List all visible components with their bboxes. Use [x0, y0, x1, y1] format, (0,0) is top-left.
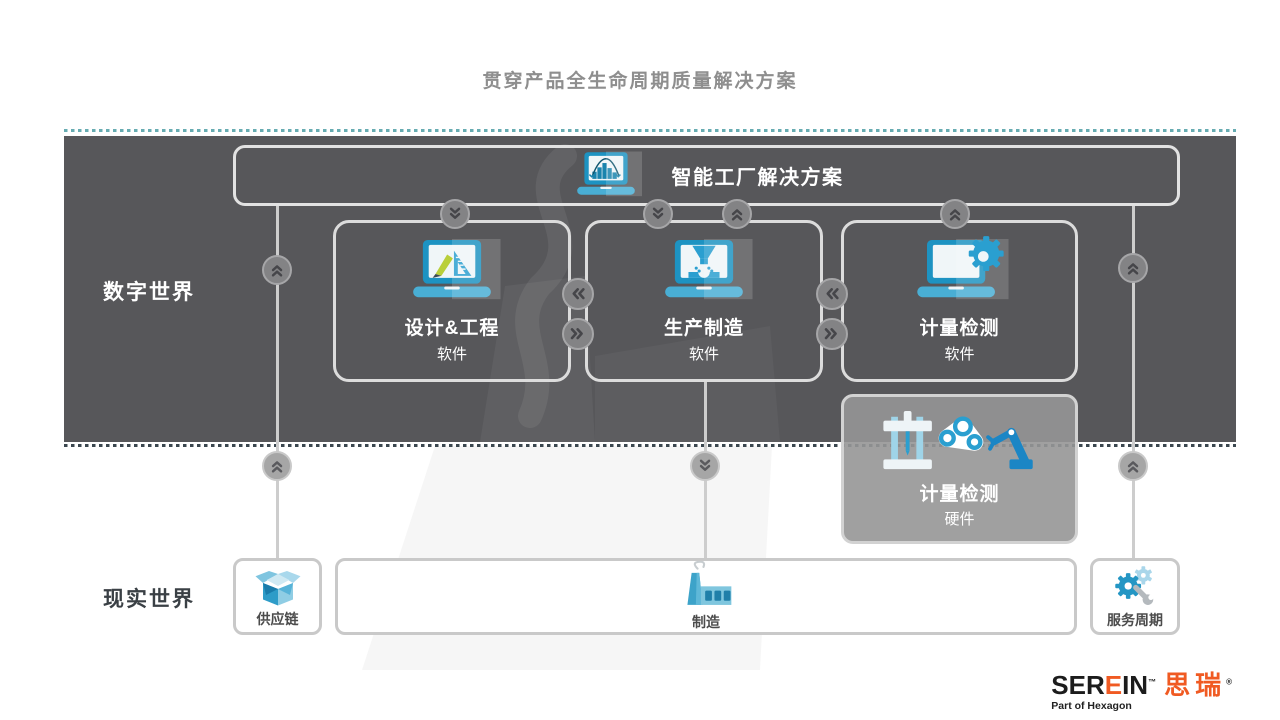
- arrow-down-icon: [643, 199, 673, 229]
- logo-tagline: Part of Hexagon: [1051, 700, 1132, 712]
- logo-accent-letter: E: [1104, 670, 1123, 700]
- design-engineering-title: 设计&工程: [404, 318, 500, 339]
- trademark-mark: ™: [1148, 677, 1157, 687]
- production-manufacturing-box: 生产制造 软件: [585, 220, 823, 382]
- registered-mark: ®: [1226, 677, 1232, 687]
- metrology-software-subtitle: 软件: [944, 346, 975, 363]
- arrow-up-icon: [1118, 253, 1148, 283]
- laptop-gear-icon: [916, 236, 1009, 300]
- service-cycle-label: 服务周期: [1107, 611, 1163, 628]
- logo-text: IN: [1122, 670, 1149, 700]
- manufacturing-box: 制造: [335, 558, 1077, 635]
- connector-line-supply: [276, 206, 279, 558]
- laptop-analytics-icon: [576, 151, 642, 196]
- connector-line-service: [1132, 206, 1135, 558]
- arrow-down-icon: [690, 451, 720, 481]
- smart-factory-box: 智能工厂解决方案: [233, 145, 1180, 206]
- arrow-left-icon: [562, 278, 594, 310]
- production-manufacturing-title: 生产制造: [663, 318, 744, 339]
- service-cycle-box: 服务周期: [1090, 558, 1180, 635]
- digital-world-band: [64, 136, 1236, 442]
- supply-chain-label: 供应链: [256, 610, 299, 627]
- arrow-right-icon: [562, 318, 594, 350]
- design-engineering-box: 设计&工程 软件: [333, 220, 571, 382]
- page-title: 贯穿产品全生命周期质量解决方案: [482, 71, 798, 92]
- arrow-up-icon: [262, 451, 292, 481]
- laptop-machining-icon: [665, 239, 753, 300]
- open-box-icon: [255, 570, 300, 605]
- metrology-software-title: 计量检测: [919, 318, 1000, 339]
- laptop-design-icon: [413, 239, 501, 300]
- serein-logo: SEREIN™ 思瑞® Part of Hexagon: [1051, 672, 1232, 712]
- arrow-up-icon: [262, 255, 292, 285]
- cmm-robot-arm-icon: [882, 410, 1033, 470]
- production-manufacturing-subtitle: 软件: [688, 346, 719, 363]
- digital-band-bottom-dotted-line: [64, 444, 1236, 447]
- metrology-hardware-box: 计量检测 硬件: [841, 394, 1078, 544]
- metrology-hardware-title: 计量检测: [919, 484, 1000, 505]
- arrow-down-icon: [440, 199, 470, 229]
- digital-world-label: 数字世界: [103, 281, 195, 304]
- logo-text: SER: [1051, 670, 1105, 700]
- digital-band-top-dotted-line: [64, 129, 1236, 132]
- gear-wrench-icon: [1115, 565, 1154, 605]
- metrology-hardware-subtitle: 硬件: [944, 511, 975, 528]
- arrow-up-icon: [1118, 451, 1148, 481]
- real-world-label: 现实世界: [103, 588, 195, 611]
- arrow-up-icon: [940, 199, 970, 229]
- manufacturing-label: 制造: [692, 614, 720, 630]
- design-engineering-subtitle: 软件: [436, 346, 467, 363]
- logo-chinese: 思瑞: [1164, 670, 1227, 700]
- metrology-software-box: 计量检测 软件: [841, 220, 1078, 382]
- arrow-right-icon: [816, 318, 848, 350]
- arrow-up-icon: [722, 199, 752, 229]
- arrow-left-icon: [816, 278, 848, 310]
- factory-icon: [687, 561, 732, 605]
- smart-factory-label: 智能工厂解决方案: [671, 167, 844, 189]
- supply-chain-box: 供应链: [233, 558, 322, 635]
